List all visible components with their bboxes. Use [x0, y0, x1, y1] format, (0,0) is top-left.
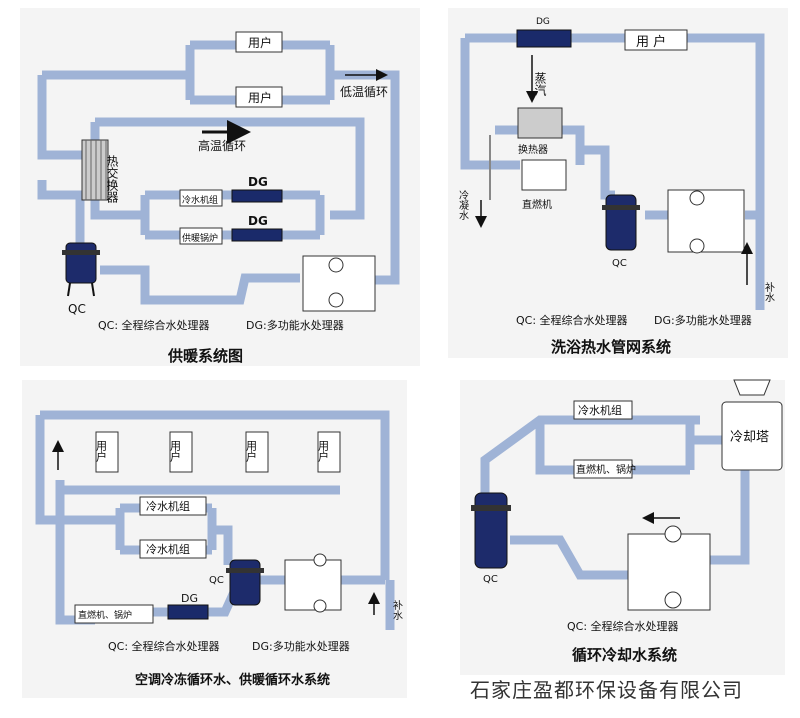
- shower-exchanger-icon: [517, 107, 563, 139]
- dg-icon-1: [231, 189, 283, 203]
- shower-user-label: 用 户: [636, 34, 666, 50]
- ac-legend-qc: QC: 全程综合水处理器: [108, 639, 220, 653]
- shower-pump-icon-2: [689, 238, 705, 254]
- dg-label-1: DG: [248, 175, 268, 189]
- cooling-boiler-label: 直燃机、锅炉: [576, 463, 636, 476]
- ac-user-box-4: [317, 431, 341, 473]
- chiller-box: [179, 189, 223, 207]
- ac-chiller-label-2: 冷水机组: [146, 542, 190, 556]
- ac-user-box-1: [95, 431, 119, 473]
- shower-makeup-label: 补水: [763, 281, 775, 302]
- company-name: 石家庄盈都环保设备有限公司: [470, 678, 743, 702]
- shower-dg-icon: [516, 29, 572, 48]
- boiler-box: [179, 227, 223, 245]
- ac-chiller-label-1: 冷水机组: [146, 499, 190, 513]
- ac-user-label-3: 用户: [245, 440, 258, 463]
- cooling-tower-icon: [721, 379, 783, 471]
- cooling-tower-label: 冷却塔: [730, 430, 769, 445]
- ac-pump-icon-2: [313, 599, 327, 613]
- direct-fired-box: [521, 159, 567, 191]
- ac-qc-tank-icon: [226, 559, 264, 606]
- shower-qc-label: QC: [612, 258, 627, 269]
- shower-legend-qc: QC: 全程综合水处理器: [516, 313, 628, 327]
- shower-user-box: [624, 29, 688, 51]
- pump-icon-2: [328, 292, 344, 308]
- diagram-labels: 用户 用户 低温循环 高温循环 热交换器 冷水机组 供暖锅炉 DG DG QC …: [68, 17, 775, 688]
- cooling-boiler-box: [573, 459, 633, 479]
- cooling-legend-qc: QC: 全程综合水处理器: [567, 619, 679, 633]
- ac-user-label-4: 用户: [317, 440, 330, 463]
- shower-dg-label: DG: [536, 17, 550, 27]
- shower-title: 洗浴热水管网系统: [551, 338, 671, 356]
- ac-pump-box: [284, 559, 342, 611]
- condensate-label: 冷凝水: [457, 189, 469, 220]
- cooling-pump-icon-1: [664, 525, 682, 543]
- ac-title: 空调冷冻循环水、供暖循环水系统: [135, 672, 330, 688]
- heat-exchanger-fins-icon: [85, 140, 107, 200]
- ac-dg-label: DG: [181, 592, 198, 605]
- qc-label: QC: [68, 302, 86, 316]
- boiler-label: 供暖锅炉: [182, 232, 218, 244]
- cooling-chiller-box: [573, 400, 633, 420]
- low-temp-label: 低温循环: [340, 85, 388, 99]
- cooling-pump-icon-2: [664, 591, 682, 609]
- ac-makeup-label: 补水: [391, 599, 403, 620]
- cooling-chiller-label: 冷水机组: [578, 403, 622, 417]
- ac-boiler-box: [74, 604, 154, 624]
- heating-user-box-1: [235, 31, 283, 53]
- shower-diagram: [460, 33, 765, 310]
- shower-pump-icon-1: [689, 190, 705, 206]
- direct-fired-label: 直燃机: [522, 198, 552, 211]
- chiller-label: 冷水机组: [182, 194, 218, 206]
- ac-user-label-1: 用户: [95, 440, 108, 463]
- ac-qc-label: QC: [209, 575, 224, 586]
- cooling-diagram: [480, 415, 750, 580]
- steam-label: 蒸汽: [533, 72, 547, 96]
- heating-user-label-1: 用户: [248, 35, 272, 50]
- ac-pump-icon-1: [313, 553, 327, 567]
- shower-legend-dg: DG:多功能水处理器: [654, 313, 752, 327]
- heating-legend-qc: QC: 全程综合水处理器: [98, 318, 210, 332]
- heating-legend-dg: DG:多功能水处理器: [246, 318, 344, 332]
- ac-dg-icon: [167, 604, 209, 620]
- dg-label-2: DG: [248, 214, 268, 228]
- qc-tank-icon: [62, 242, 100, 297]
- ac-chiller-box-2: [139, 539, 207, 559]
- heating-title: 供暖系统图: [167, 347, 243, 365]
- ac-legend-dg: DG:多功能水处理器: [252, 639, 350, 653]
- heating-user-box-2: [235, 86, 283, 108]
- ac-user-label-2: 用户: [169, 440, 182, 463]
- ac-chiller-box-1: [139, 496, 207, 516]
- ac-user-box-3: [245, 431, 269, 473]
- cooling-qc-label: QC: [483, 574, 498, 585]
- high-temp-label: 高温循环: [198, 138, 246, 153]
- dg-icon-2: [231, 228, 283, 242]
- cooling-title: 循环冷却水系统: [572, 646, 677, 664]
- shower-qc-tank-icon: [602, 194, 640, 251]
- ac-user-box-2: [169, 431, 193, 473]
- ac-boiler-label: 直燃机、锅炉: [78, 609, 132, 621]
- heat-exchanger-label: 热交换器: [105, 155, 119, 204]
- pump-icon-1: [328, 257, 344, 273]
- cooling-qc-tank-icon: [471, 492, 511, 569]
- shower-panel: [448, 8, 788, 358]
- heating-user-label-2: 用户: [248, 90, 272, 105]
- exchanger-label: 换热器: [518, 143, 548, 156]
- shower-pump-box: [667, 189, 745, 253]
